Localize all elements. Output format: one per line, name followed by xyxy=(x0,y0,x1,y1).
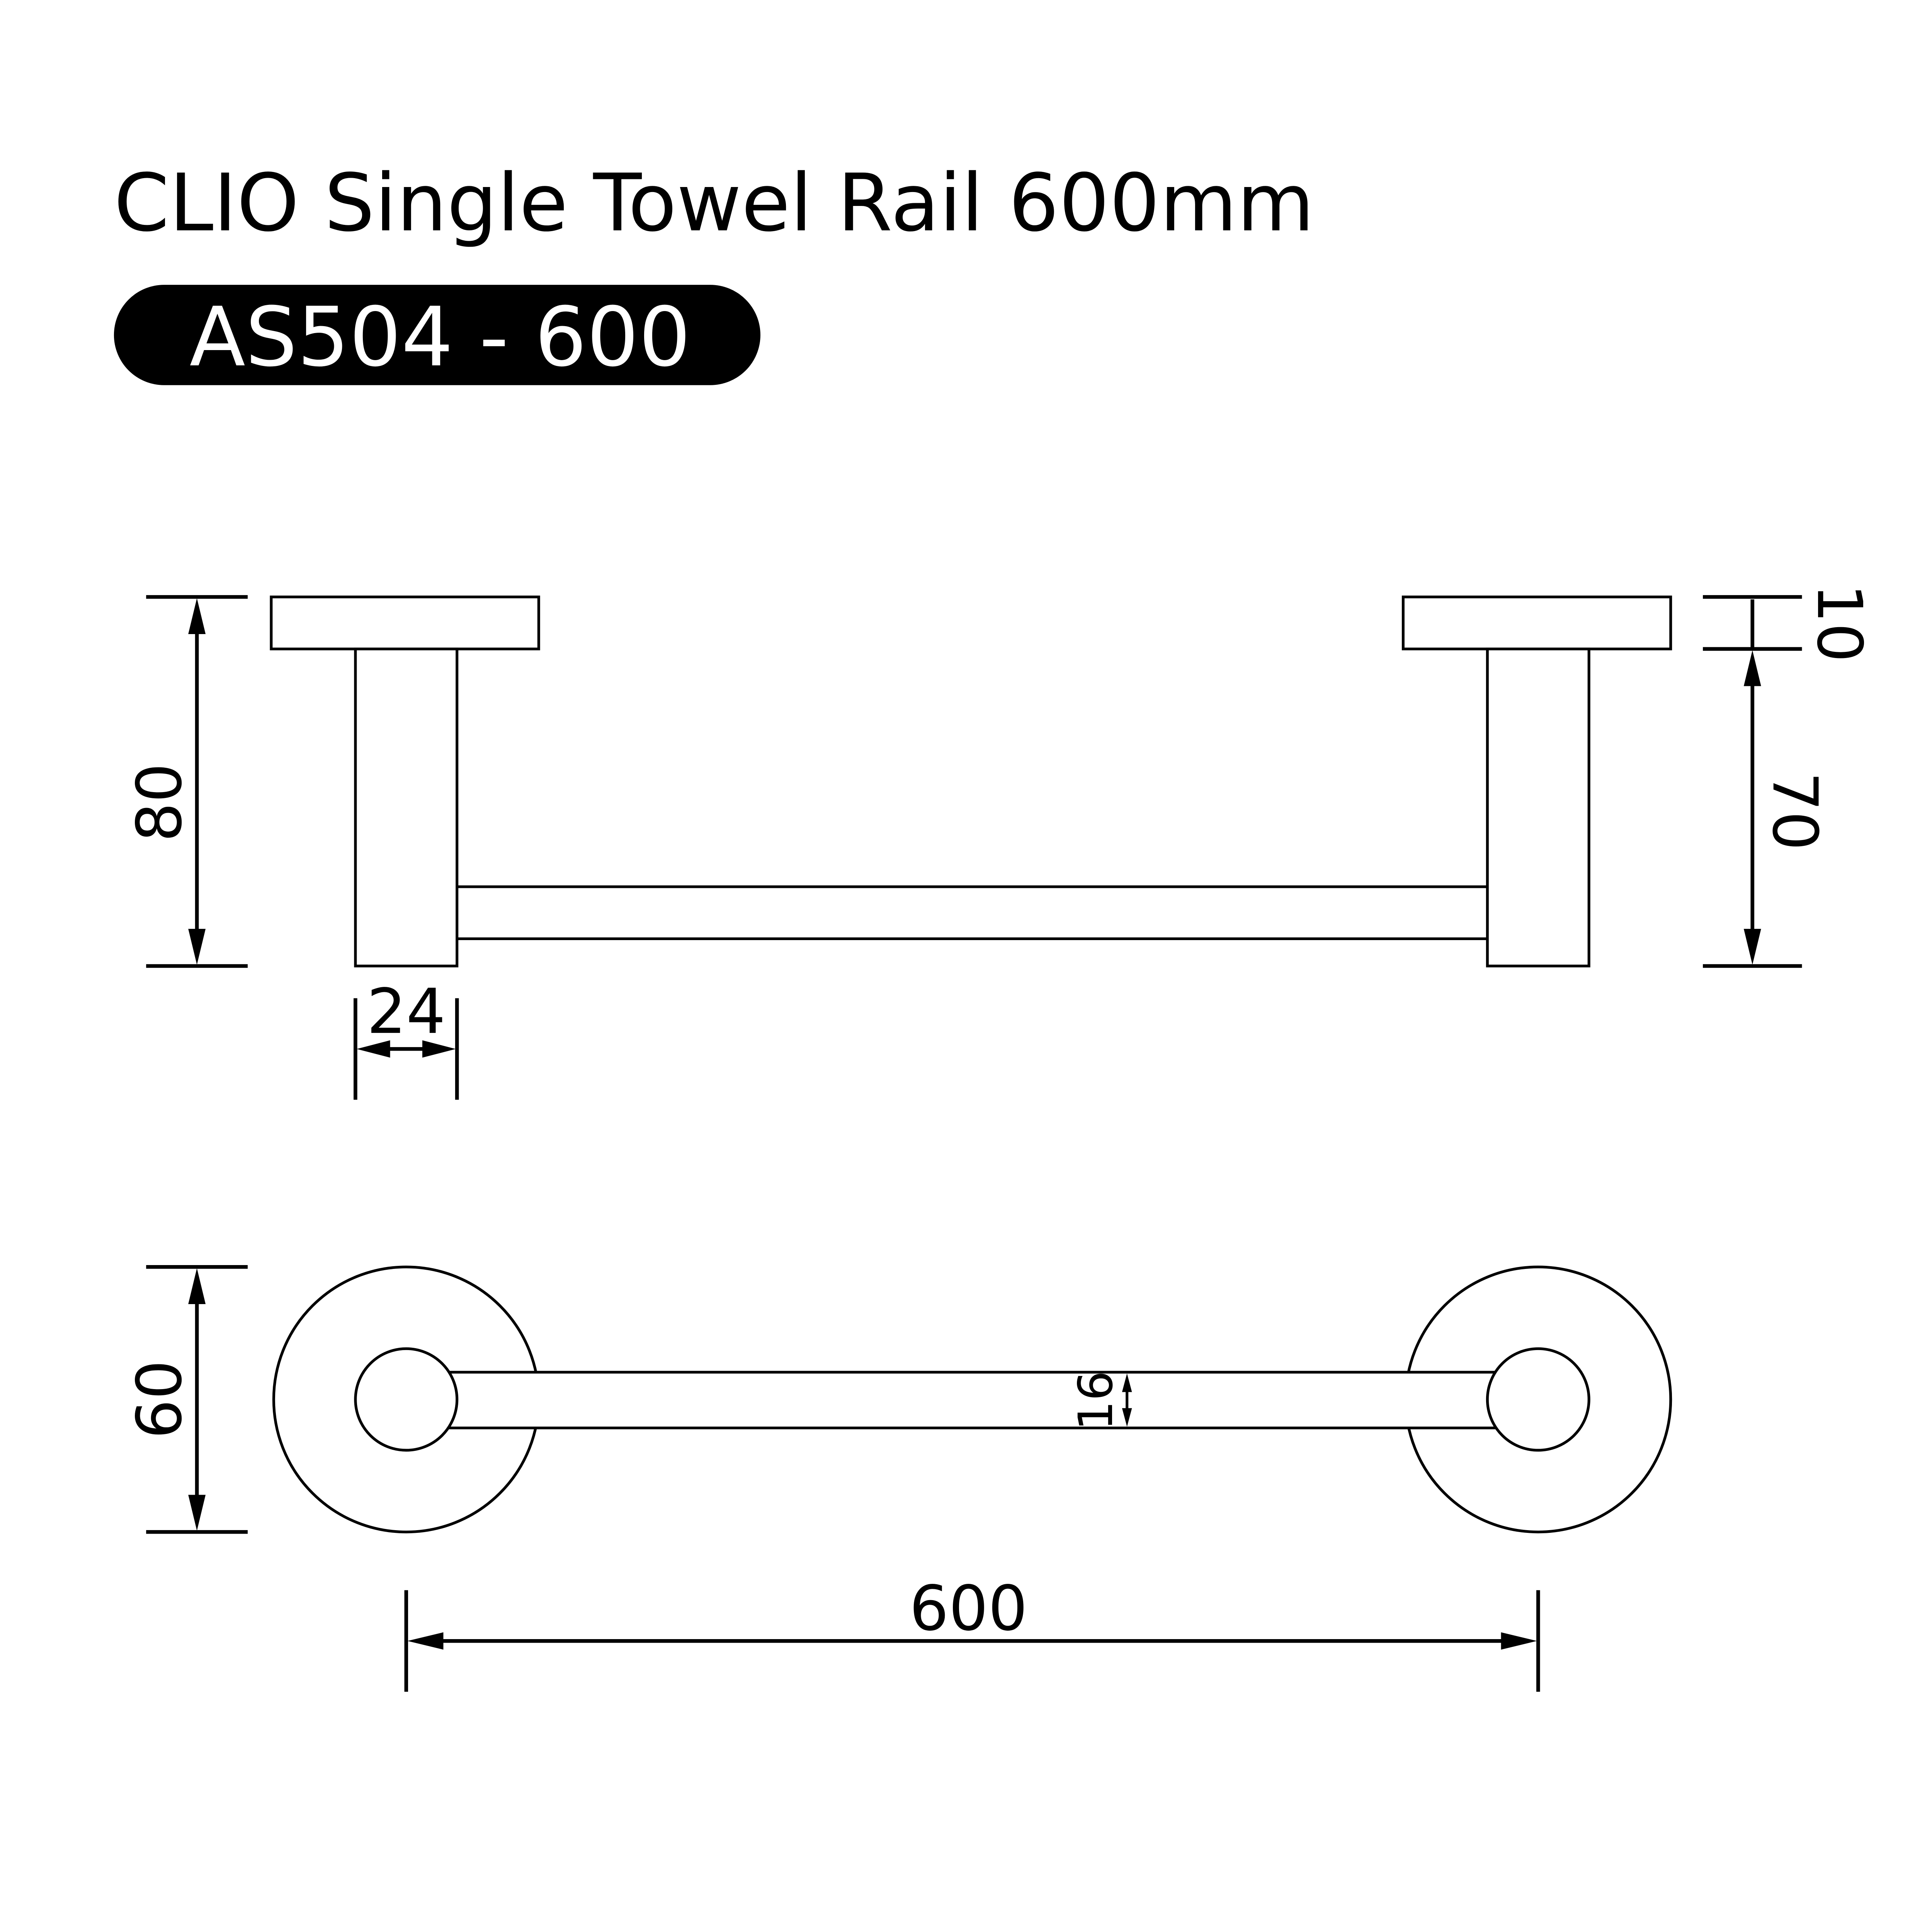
side-view xyxy=(270,595,1672,968)
dimension-label-24: 24 xyxy=(367,975,446,1048)
arrow-right-icon xyxy=(1501,1632,1537,1650)
dimension-label-10: 10 xyxy=(1803,583,1876,662)
dimension-label-80: 80 xyxy=(123,763,196,842)
dimension-60: 60 xyxy=(123,1265,248,1534)
dimension-label-60: 60 xyxy=(123,1360,196,1439)
arrow-right-icon xyxy=(422,1040,456,1058)
product-title: CLIO Single Towel Rail 600mm xyxy=(114,157,1314,249)
left-rail-end xyxy=(354,1347,459,1452)
arrow-down-icon xyxy=(1122,1408,1132,1427)
left-wall-plate xyxy=(270,595,540,651)
model-code-badge: AS504 - 600 xyxy=(114,285,760,385)
dimension-10-70: 10 70 xyxy=(1703,583,1876,968)
arrow-up-icon xyxy=(188,1268,206,1304)
arrow-left-icon xyxy=(357,1040,390,1058)
model-code: AS504 - 600 xyxy=(189,290,690,385)
dimension-label-70: 70 xyxy=(1759,772,1831,850)
dimension-80: 80 xyxy=(123,595,248,968)
arrow-down-icon xyxy=(188,929,206,965)
arrow-down-icon xyxy=(188,1495,206,1531)
arrow-up-icon xyxy=(188,598,206,634)
dimension-600: 600 xyxy=(404,1572,1540,1692)
arrow-up-icon xyxy=(1122,1373,1132,1392)
dimension-24: 24 xyxy=(354,975,459,1100)
dimension-label-600: 600 xyxy=(909,1572,1027,1645)
dimension-label-16: 16 xyxy=(1068,1371,1123,1431)
arrow-up-icon xyxy=(1743,650,1761,686)
arrow-down-icon xyxy=(1743,929,1761,965)
right-stem xyxy=(1486,647,1590,968)
arrow-left-icon xyxy=(407,1632,444,1650)
right-rail-end xyxy=(1486,1347,1590,1452)
dimension-16: 16 xyxy=(1068,1371,1132,1431)
right-wall-plate xyxy=(1401,595,1672,651)
top-view xyxy=(272,1265,1672,1534)
left-stem xyxy=(354,647,459,968)
